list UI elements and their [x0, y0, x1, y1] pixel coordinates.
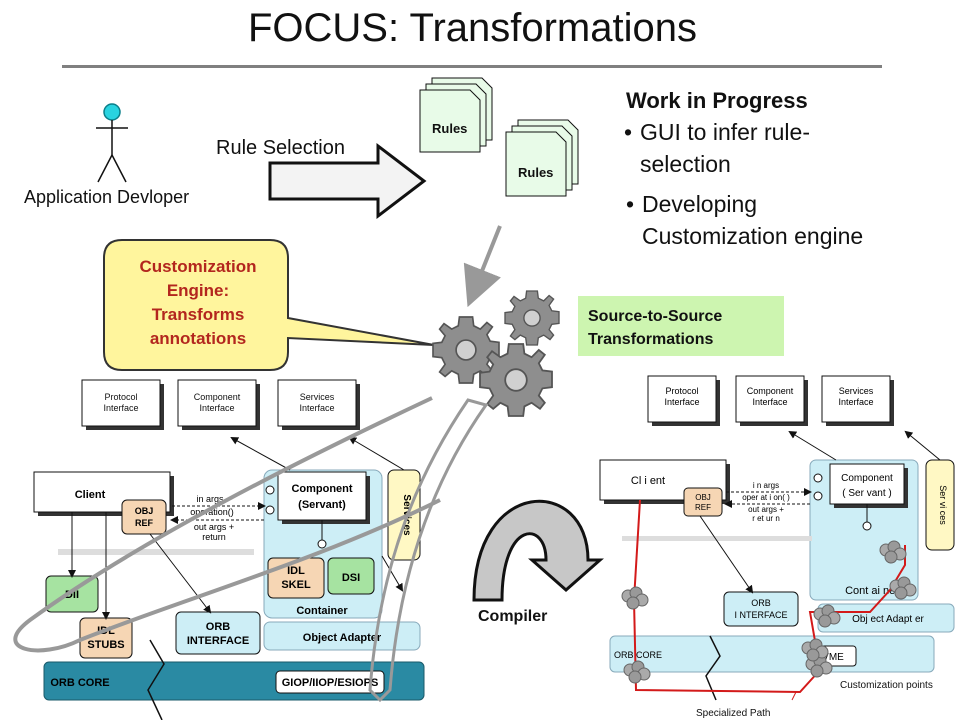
wip-bullet-engine: • Developing Customization engine [626, 188, 936, 254]
callout-text: Customization Engine: Transforms annotat… [110, 255, 286, 351]
bullet-line: selection [640, 151, 731, 177]
source-to-source-label: Source-to-Source Transformations [588, 305, 778, 351]
orb-interface-box [723, 591, 799, 627]
s2s-line: Source-to-Source [588, 308, 723, 325]
application-developer-icon [96, 103, 128, 183]
out-args-label: out args + [194, 522, 234, 532]
dsi-label: DSI [342, 572, 360, 584]
gears-icon [432, 290, 560, 417]
obj-ref-label: REF [695, 503, 711, 512]
in-args-label: i n args [753, 481, 779, 490]
bullet-line: Developing [642, 191, 758, 217]
in-args-label: in args [196, 494, 224, 504]
wip-bullet-gui: • GUI to infer rule- selection [624, 116, 924, 182]
s2s-line: Transformations [588, 331, 714, 348]
component-label: Component [841, 473, 893, 484]
obj-ref-label: OBJ [135, 506, 154, 516]
rules-label: Rules [518, 165, 553, 180]
orb-core-label: ORB CORE [614, 650, 662, 660]
obj-ref-box [121, 499, 167, 535]
component-servant-box [829, 463, 905, 505]
giop-label: GIOP/IIOP/ESIOPS [282, 677, 379, 689]
customization-point-icon [621, 586, 649, 610]
protocol-interface-box [647, 375, 717, 423]
component-interface-box [177, 379, 260, 430]
component-label: (Servant) [298, 499, 346, 511]
object-adapter-label: Obj ect Adapt er [852, 614, 924, 625]
callout-line: Customization [139, 257, 257, 276]
callout-line: annotations [149, 329, 247, 348]
services-interface-box [821, 375, 891, 423]
rule-selection-arrow-icon [268, 142, 427, 220]
rules-document-icon [505, 119, 579, 197]
operation-label: oper at i on( ) [742, 493, 790, 502]
services-interface-box [277, 379, 360, 430]
out-args-label: out args + [748, 505, 784, 514]
bullet-dot-icon: • [624, 119, 633, 145]
orb-core-label: ORB CORE [50, 677, 109, 689]
slide-title: FOCUS: Transformations [247, 6, 697, 50]
component-label: ( Ser vant ) [842, 488, 891, 499]
object-adapter-box [263, 621, 421, 651]
bullet-line: GUI to infer rule- [640, 119, 810, 145]
orb-interface-label: ORB [206, 621, 231, 633]
operation-label: operation() [190, 507, 234, 517]
work-in-progress-heading: Work in Progress [626, 88, 808, 113]
orb-interface-box [175, 611, 261, 655]
customization-points-label: Customization points [840, 680, 933, 691]
rules-to-engine-arrow [463, 225, 502, 308]
callout-line: Transforms [151, 305, 245, 324]
client-label: Cl i ent [631, 475, 665, 487]
idl-skel-label: SKEL [281, 579, 311, 591]
obj-ref-box [683, 487, 723, 517]
services-label: Ser vi ces [938, 485, 948, 525]
idl-stubs-label: STUBS [87, 639, 124, 651]
rules-label: Rules [432, 121, 467, 136]
idl-skel-label: IDL [287, 565, 305, 577]
rule-selection-label: Rule Selection [216, 137, 345, 159]
protocol-interface-box [81, 379, 164, 430]
client-label: Client [75, 489, 106, 501]
return-label: r et ur n [752, 514, 780, 523]
callout-line: Engine: [166, 281, 230, 300]
actor-label: Application Devloper [24, 187, 190, 207]
component-servant-box [277, 471, 367, 521]
orb-interface-label: I NTERFACE [734, 610, 787, 620]
component-interface-box [735, 375, 805, 423]
vme-label: VME [822, 652, 844, 663]
orb-interface-label: INTERFACE [187, 635, 249, 647]
object-adapter-label: Object Adapter [303, 632, 382, 644]
bullet-line: Customization engine [642, 223, 864, 249]
specialized-path-label: Specialized Path [696, 708, 771, 719]
source-to-source-box [578, 296, 784, 356]
giop-box [275, 670, 385, 694]
customization-engine-callout [103, 239, 435, 371]
dsi-box [327, 557, 375, 595]
container-label: Container [296, 605, 348, 617]
bullet-dot-icon: • [626, 191, 635, 217]
orb-interface-label: ORB [751, 598, 771, 608]
title-divider [62, 65, 882, 68]
rules-document-icon [419, 77, 493, 153]
obj-ref-label: REF [135, 518, 154, 528]
compiler-label: Compiler [478, 608, 548, 625]
component-label: Component [291, 483, 352, 495]
idl-skel-box [267, 557, 325, 599]
obj-ref-label: OBJ [695, 493, 711, 502]
return-label: return [202, 532, 226, 542]
compiler-arrow-icon [472, 499, 604, 602]
